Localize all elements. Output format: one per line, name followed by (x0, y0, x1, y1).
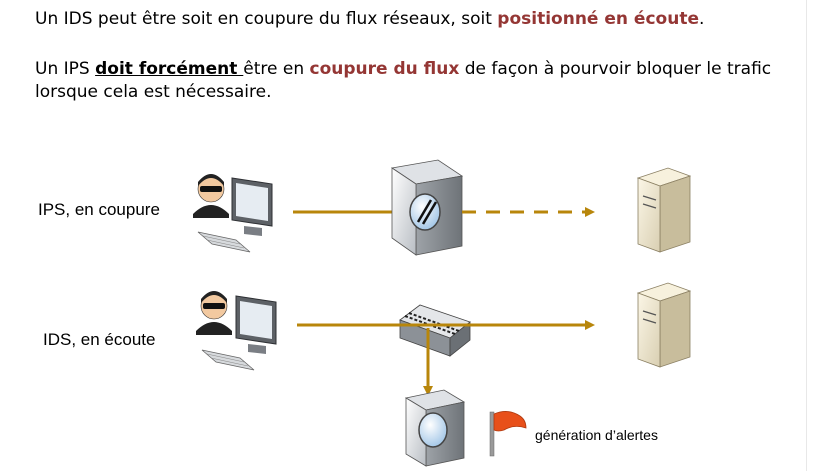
ids-paragraph: Un IDS peut être soit en coupure du flux… (35, 8, 795, 31)
ids-text-end: . (698, 9, 705, 29)
attacker-icon-ids (196, 291, 232, 335)
ips-text-mid: être en (243, 59, 310, 79)
alert-label: génération d’alertes (535, 427, 658, 443)
ids-sensor-icon (404, 389, 466, 467)
attacker-icon-ips (193, 174, 229, 218)
ips-paragraph: Un IPS doit forcément être en coupure du… (35, 58, 805, 104)
ips-appliance-icon (390, 159, 464, 256)
ids-text: Un IDS peut être soit en coupure du flux… (35, 9, 498, 29)
ids-label: IDS, en écoute (43, 330, 156, 349)
switch-icon (399, 304, 471, 357)
ips-highlight: coupure du flux (309, 59, 460, 79)
ips-text-end: de façon à pourvoir bloquer le trafic lo… (35, 59, 772, 102)
computer-icon-ips (197, 177, 273, 253)
flag-icon (489, 411, 527, 457)
server-icon-ips (636, 167, 692, 253)
computer-icon-ids (201, 295, 277, 371)
ips-emphasis: doit forcément (95, 59, 244, 79)
server-icon-ids (636, 282, 692, 368)
ips-label: IPS, en coupure (38, 200, 160, 219)
page-divider (806, 0, 807, 471)
ids-highlight: positionné en écoute (497, 9, 699, 29)
ips-text-start: Un IPS (35, 59, 96, 79)
